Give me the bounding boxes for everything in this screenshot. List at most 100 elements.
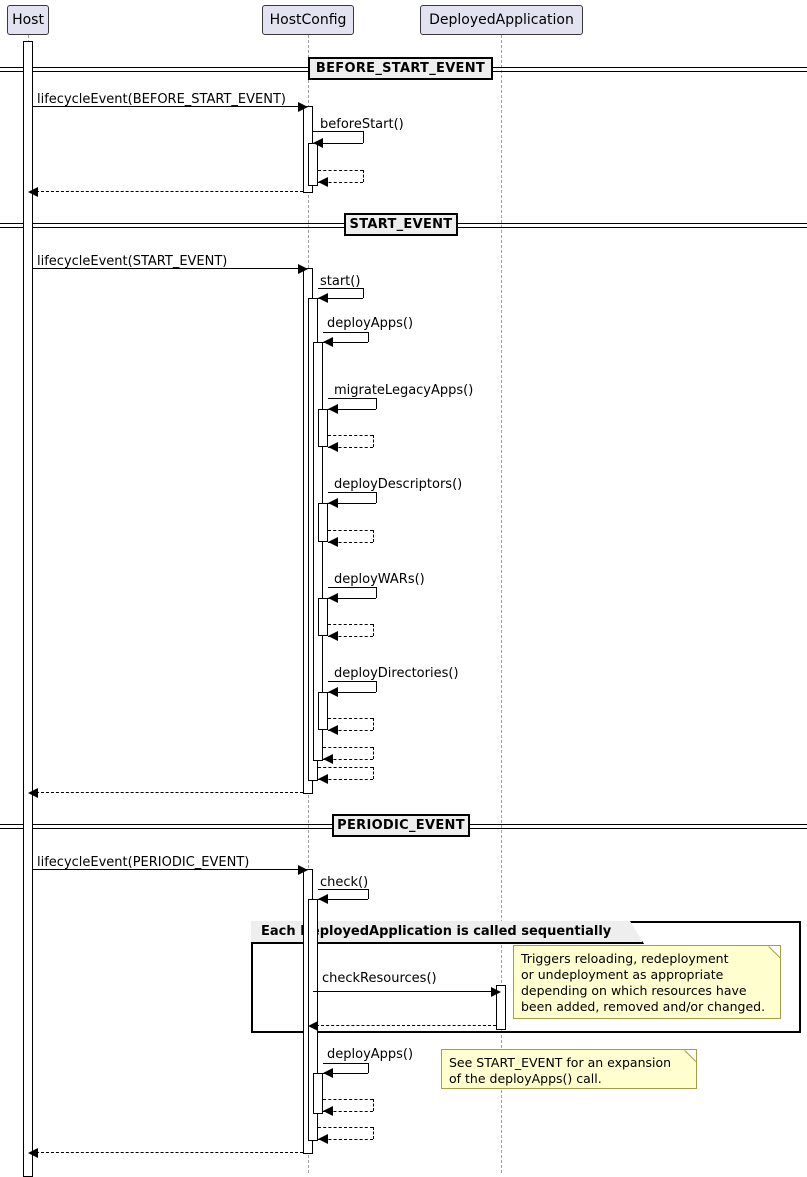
selfloop-top-sl-migrate xyxy=(328,398,376,399)
message-line-m5 xyxy=(33,268,300,269)
message-label-m19: lifecycleEvent(PERIODIC_EVENT) xyxy=(37,855,250,870)
selfloop-vert-sl-descriptors-ret xyxy=(373,530,374,542)
selfloop-vert-sl-wars xyxy=(376,587,377,598)
selfloop-bottom-sl-wars-ret xyxy=(328,636,373,637)
selfloop-arrowhead-sl-check xyxy=(318,894,328,904)
selfloop-top-sl-deployapps-ret xyxy=(323,747,373,748)
message-line-m26 xyxy=(36,1152,303,1153)
message-arrowhead-m1 xyxy=(298,102,308,112)
message-label-m5: lifecycleEvent(START_EVENT) xyxy=(37,254,228,269)
selfloop-bottom-sl-check-ret xyxy=(318,1139,373,1140)
selfloop-top-sl-start xyxy=(318,288,363,289)
selfloop-top-sl-migrate-ret xyxy=(328,435,373,436)
participant-label: HostConfig xyxy=(269,12,347,28)
selfloop-arrowhead-sl-deployapps-ret xyxy=(323,754,333,764)
selfloop-top-sl-wars-ret xyxy=(328,624,373,625)
selfloop-bottom-sl-descriptors xyxy=(328,503,376,504)
participant-hostconfig[interactable]: HostConfig xyxy=(262,5,354,35)
message-label-m6: start() xyxy=(320,274,361,289)
selfloop-arrowhead-sl-wars xyxy=(328,593,338,603)
divider-before-start-event: BEFORE_START_EVENT xyxy=(308,57,493,80)
selfloop-bottom-sl-directories xyxy=(328,692,376,693)
selfloop-bottom-sl-migrate-ret xyxy=(328,447,373,448)
message-label-m21: checkResources() xyxy=(322,971,437,986)
selfloop-top-sl-descriptors-ret xyxy=(328,530,373,531)
divider-label: START_EVENT xyxy=(349,217,453,232)
group-header-each-deployedapplication: Each DeployedApplication is called seque… xyxy=(251,921,644,944)
selfloop-top-sl-deployapps2-ret xyxy=(323,1099,373,1100)
selfloop-bottom-sl-directories-ret xyxy=(328,730,373,731)
lifeline-deployedapp xyxy=(501,35,502,1173)
selfloop-bottom-sl-start-ret xyxy=(318,779,373,780)
selfloop-bottom-sl-descriptors-ret xyxy=(328,542,373,543)
activation-a-da-p1 xyxy=(496,985,506,1030)
activation-a-hc-s5 xyxy=(318,503,328,542)
selfloop-top-sl-beforestart xyxy=(313,131,363,132)
selfloop-bottom-sl-migrate xyxy=(328,409,376,410)
message-arrowhead-m19 xyxy=(298,865,308,875)
message-label-m8: migrateLegacyApps() xyxy=(334,383,474,398)
selfloop-arrowhead-sl-start-ret xyxy=(318,774,328,784)
message-label-m10: deployDescriptors() xyxy=(334,477,463,492)
message-arrowhead-m18 xyxy=(28,788,38,798)
selfloop-arrowhead-sl-beforestart-ret xyxy=(318,177,328,187)
selfloop-arrowhead-sl-migrate-ret xyxy=(328,442,338,452)
selfloop-bottom-sl-beforestart-ret xyxy=(318,182,363,183)
message-line-m21 xyxy=(313,991,493,992)
message-line-m1 xyxy=(33,106,300,107)
selfloop-vert-sl-deployapps-ret xyxy=(373,747,374,759)
selfloop-arrowhead-sl-start xyxy=(318,293,328,303)
selfloop-vert-sl-start xyxy=(363,288,364,298)
selfloop-bottom-sl-deployapps-ret xyxy=(323,759,373,760)
selfloop-arrowhead-sl-migrate xyxy=(328,404,338,414)
divider-label: BEFORE_START_EVENT xyxy=(315,61,486,76)
selfloop-vert-sl-beforestart xyxy=(363,131,364,143)
selfloop-vert-sl-check-ret xyxy=(373,1127,374,1139)
participant-host[interactable]: Host xyxy=(7,5,49,35)
note-fold-note-deployapps xyxy=(685,1050,696,1061)
selfloop-top-sl-directories xyxy=(328,681,376,682)
selfloop-top-sl-check xyxy=(318,889,368,890)
selfloop-bottom-sl-deployapps2-ret xyxy=(323,1111,373,1112)
selfloop-vert-sl-beforestart-ret xyxy=(363,170,364,182)
message-arrowhead-m21 xyxy=(491,987,501,997)
note-fold-note-checkresources xyxy=(769,946,780,957)
message-line-m18 xyxy=(36,792,303,793)
selfloop-vert-sl-directories xyxy=(376,681,377,692)
selfloop-arrowhead-sl-check-ret xyxy=(318,1134,328,1144)
selfloop-bottom-sl-deployapps xyxy=(323,342,368,343)
participant-label: DeployedApplication xyxy=(429,12,574,28)
activation-a-hc-p2 xyxy=(308,899,318,1141)
participant-deployedapp[interactable]: DeployedApplication xyxy=(420,5,583,35)
activation-a-hc-b2 xyxy=(308,143,318,186)
divider-start-event: START_EVENT xyxy=(344,213,458,236)
message-label-m12: deployWARs() xyxy=(334,572,425,587)
selfloop-vert-sl-descriptors xyxy=(376,492,377,503)
activation-a-hc-s6 xyxy=(318,598,328,636)
message-line-m22 xyxy=(316,1025,496,1026)
message-line-m4 xyxy=(36,191,303,192)
selfloop-vert-sl-wars-ret xyxy=(373,624,374,636)
selfloop-arrowhead-sl-descriptors-ret xyxy=(328,537,338,547)
selfloop-top-sl-deployapps2 xyxy=(323,1063,368,1064)
selfloop-top-sl-deployapps xyxy=(323,332,368,333)
selfloop-vert-sl-directories-ret xyxy=(373,718,374,730)
activation-a-hc-p3 xyxy=(313,1073,323,1114)
selfloop-top-sl-wars xyxy=(328,587,376,588)
selfloop-bottom-sl-check xyxy=(318,899,368,900)
note-note-deployapps: See START_EVENT for an expansion of the … xyxy=(441,1049,697,1089)
note-note-checkresources: Triggers reloading, redeployment or unde… xyxy=(513,945,781,1019)
selfloop-vert-sl-deployapps xyxy=(368,332,369,342)
participant-label: Host xyxy=(12,12,44,28)
message-label-m23: deployApps() xyxy=(327,1047,414,1062)
message-label-m2: beforeStart() xyxy=(320,117,404,132)
group-label: Each DeployedApplication is called seque… xyxy=(261,924,612,939)
divider-periodic-event: PERIODIC_EVENT xyxy=(332,814,470,837)
activation-a-host-1 xyxy=(23,41,33,1177)
message-arrowhead-m26 xyxy=(28,1148,38,1158)
selfloop-bottom-sl-wars xyxy=(328,598,376,599)
selfloop-top-sl-check-ret xyxy=(318,1127,373,1128)
selfloop-bottom-sl-beforestart xyxy=(313,143,363,144)
selfloop-vert-sl-deployapps2-ret xyxy=(373,1099,374,1111)
